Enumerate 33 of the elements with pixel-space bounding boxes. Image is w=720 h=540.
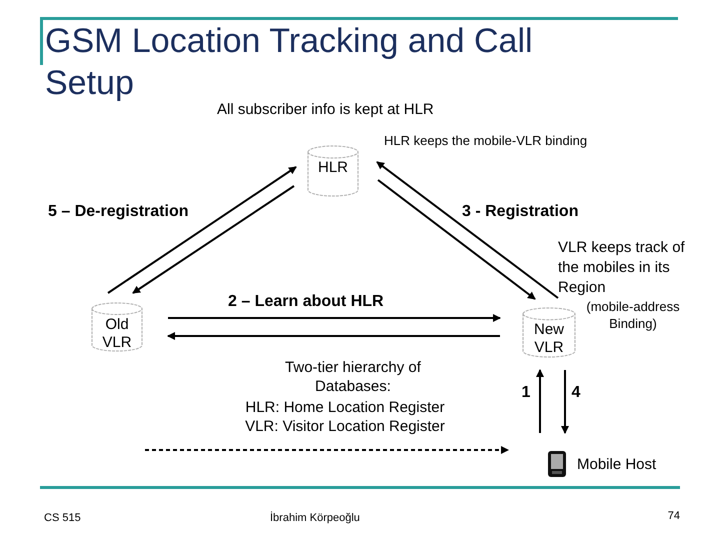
annotation: All subscriber info is kept at HLR [217,100,435,120]
annotation: HLR keeps the mobile-VLR binding [384,132,588,150]
footer-text: CS 515 [44,511,82,526]
arrow [132,185,295,294]
edge-label: 3 - Registration [462,202,580,222]
annotation: (mobile-address Binding) [585,298,681,332]
database-cylinder [522,307,576,358]
database-cylinder [307,145,359,197]
arrow [536,369,544,433]
page-number: 74 [666,509,680,524]
footer-text: İbrahim Körpeoğlu [270,510,361,526]
arrow [168,314,501,322]
node-label: Old VLR [101,316,133,352]
database-cylinder [91,302,143,352]
arrow [376,161,559,299]
edge-label: 1 [520,383,532,403]
arrow [561,370,569,434]
annotation: VLR keeps track of the mobiles in its Region [558,238,686,298]
legend-note: Two-tier hierarchy of Databases: [284,358,422,396]
edge-label: 2 – Learn about HLR [228,292,385,312]
title: GSM Location Tracking and Call Setup [45,21,534,103]
edge-label: 4 [570,383,582,403]
arrow [107,166,297,294]
node-label: New VLR [532,321,565,357]
arrow [145,446,509,454]
device-caption: Mobile Host [577,455,656,475]
arrow [167,332,500,340]
picture [547,450,567,478]
arrow [377,179,536,300]
step-label: 5 – De-registration [48,202,190,222]
legend-note: VLR: Visitor Location Register [244,417,446,437]
node-label: HLR [316,159,349,177]
legend-note: HLR: Home Location Register [244,398,446,418]
